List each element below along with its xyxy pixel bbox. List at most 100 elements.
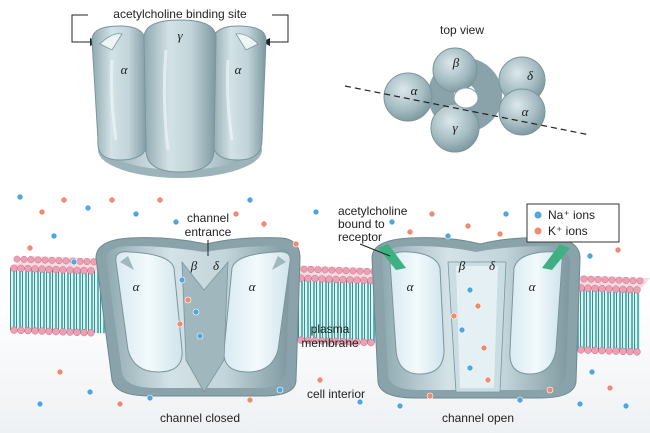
k-ion bbox=[176, 320, 184, 328]
na-ion bbox=[246, 196, 254, 204]
lipid-head bbox=[24, 264, 32, 273]
k-ion bbox=[484, 376, 492, 384]
top-subunit-gamma: γ bbox=[452, 120, 458, 135]
na-ion bbox=[586, 252, 594, 260]
lipid-head bbox=[633, 286, 641, 294]
k-ion bbox=[108, 196, 116, 204]
lipid-head bbox=[66, 266, 74, 274]
k-ion bbox=[246, 396, 254, 404]
na-ion bbox=[622, 402, 630, 410]
k-ion bbox=[406, 228, 414, 236]
lipid-head bbox=[31, 327, 39, 335]
lipid-head bbox=[577, 346, 585, 354]
na-ion bbox=[178, 276, 186, 284]
lipid-head bbox=[17, 264, 25, 273]
k-ion bbox=[60, 196, 68, 204]
closed-subunit-beta: β bbox=[190, 258, 198, 273]
open-subunit-delta: δ bbox=[489, 258, 496, 273]
na-ion bbox=[312, 208, 320, 216]
lipid-head bbox=[45, 265, 53, 274]
k-ion bbox=[292, 240, 300, 248]
top-subunit-alpha-right: α bbox=[522, 104, 530, 119]
lipid-head bbox=[328, 266, 336, 274]
lipid-head bbox=[353, 276, 361, 284]
lipid-head bbox=[318, 275, 326, 283]
lipid-head bbox=[629, 277, 637, 285]
open-subunit-alpha-left: α bbox=[407, 279, 415, 294]
lipid-head bbox=[601, 276, 609, 284]
lipid-head bbox=[311, 275, 319, 283]
lipid-head bbox=[10, 326, 18, 334]
lipid-head bbox=[314, 266, 322, 274]
lipid-head bbox=[626, 348, 634, 356]
na-ion bbox=[172, 218, 180, 226]
k-ion bbox=[450, 312, 458, 320]
k-ion bbox=[546, 386, 554, 394]
lipid-head bbox=[615, 276, 623, 284]
na-ion bbox=[356, 398, 364, 406]
lipid-head bbox=[48, 256, 56, 264]
lipid-head bbox=[13, 255, 21, 263]
lipid-head bbox=[605, 285, 613, 293]
na-ion bbox=[396, 402, 404, 410]
k-ion bbox=[426, 392, 434, 400]
lipid-head bbox=[62, 257, 70, 265]
k-ion-swatch bbox=[534, 227, 542, 235]
lipid-head bbox=[52, 327, 60, 336]
lipid-head bbox=[591, 284, 599, 293]
lipid-head bbox=[59, 328, 67, 336]
lipid-head bbox=[360, 338, 368, 347]
k-ion bbox=[116, 400, 124, 408]
lipid-head bbox=[41, 256, 49, 264]
na-ion bbox=[444, 232, 452, 240]
lipid-head bbox=[87, 267, 95, 275]
na-ion bbox=[502, 210, 510, 218]
lipid-head bbox=[332, 275, 340, 284]
lipid-head bbox=[626, 286, 634, 294]
k-ion bbox=[496, 230, 504, 238]
lipid-head bbox=[52, 265, 60, 274]
lipid-head bbox=[73, 328, 81, 336]
lipid-head bbox=[349, 267, 357, 275]
lipid-head bbox=[608, 276, 616, 284]
na-ion bbox=[192, 308, 200, 316]
binding-site-label: acetylcholine binding site bbox=[113, 7, 247, 21]
na-ion bbox=[16, 193, 24, 201]
na-ion-swatch bbox=[534, 211, 542, 219]
lipid-head bbox=[59, 266, 67, 274]
lipid-head bbox=[619, 285, 627, 294]
lipid-head bbox=[325, 275, 333, 283]
top-subunit-delta: δ bbox=[527, 68, 534, 83]
lipid-head bbox=[339, 275, 347, 284]
k-ion bbox=[474, 302, 482, 310]
lipid-head bbox=[66, 328, 74, 336]
k-ion bbox=[232, 210, 240, 218]
ach-bound-label-1: acetylcholine bbox=[338, 204, 408, 218]
side-view-receptor: acetylcholine binding site α γ α bbox=[71, 6, 289, 178]
na-ion bbox=[466, 364, 474, 372]
lipid-head bbox=[80, 266, 88, 275]
na-ion bbox=[516, 396, 524, 404]
lipid-head bbox=[17, 326, 25, 335]
lipid-head bbox=[321, 266, 329, 274]
lipid-head bbox=[307, 265, 315, 273]
top-subunit-beta: β bbox=[452, 55, 460, 70]
lipid-head bbox=[584, 284, 592, 292]
lipid-head bbox=[80, 328, 88, 337]
lipid-head bbox=[605, 347, 613, 355]
lipid-head bbox=[38, 265, 46, 273]
na-ion bbox=[388, 218, 396, 226]
ion-legend: Na⁺ ions K⁺ ions bbox=[526, 203, 620, 243]
k-ion bbox=[38, 208, 46, 216]
lipid-head bbox=[580, 275, 588, 283]
lipid-heads-top bbox=[10, 255, 644, 294]
lipid-head bbox=[363, 267, 371, 275]
lipid-head bbox=[10, 264, 18, 272]
lipid-head bbox=[73, 266, 81, 274]
lipid-head bbox=[367, 338, 375, 347]
k-ion bbox=[614, 246, 622, 254]
k-ion bbox=[464, 222, 472, 230]
lipid-head bbox=[591, 346, 599, 355]
cell-interior-label: cell interior bbox=[307, 387, 365, 401]
